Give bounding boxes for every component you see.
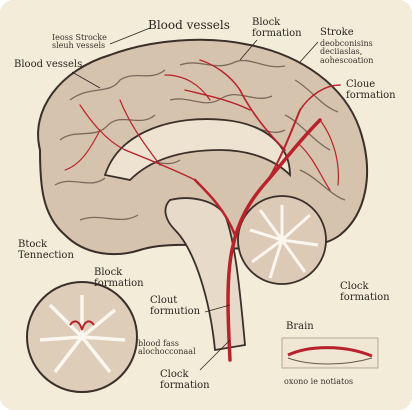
label-block-tennection: Btock Tennection <box>18 239 74 261</box>
label-clock-formation-right: Clock formation <box>340 281 390 303</box>
label-inset-note: blood fass alochocconaal <box>138 339 196 357</box>
label-brain: Brain <box>286 321 314 332</box>
brainstem <box>164 197 246 352</box>
label-bottom-right-note: oxono ie notiatos <box>284 377 354 386</box>
label-clock-formation-bottom: Clock formation <box>160 369 210 391</box>
corpus-callosum <box>103 118 291 181</box>
label-top-left-note: Ieoss Strocke sleuh vessels <box>52 33 107 51</box>
label-block-formation-top: Block formation <box>252 17 302 39</box>
label-clout-formution: Clout formution <box>150 295 201 317</box>
blood-vessels <box>64 59 341 362</box>
label-stroke: Stroke <box>320 27 354 38</box>
label-stroke-subtext: deobconisins deciiaslas, aohescoation <box>320 39 374 65</box>
label-cloue-formation: Cloue formation <box>346 79 396 101</box>
label-blood-vessels-top: Blood vessels <box>148 18 230 32</box>
label-block-formation-mid: Block formation <box>94 267 144 289</box>
label-blood-vessels-left: Blood vessels <box>14 59 83 70</box>
